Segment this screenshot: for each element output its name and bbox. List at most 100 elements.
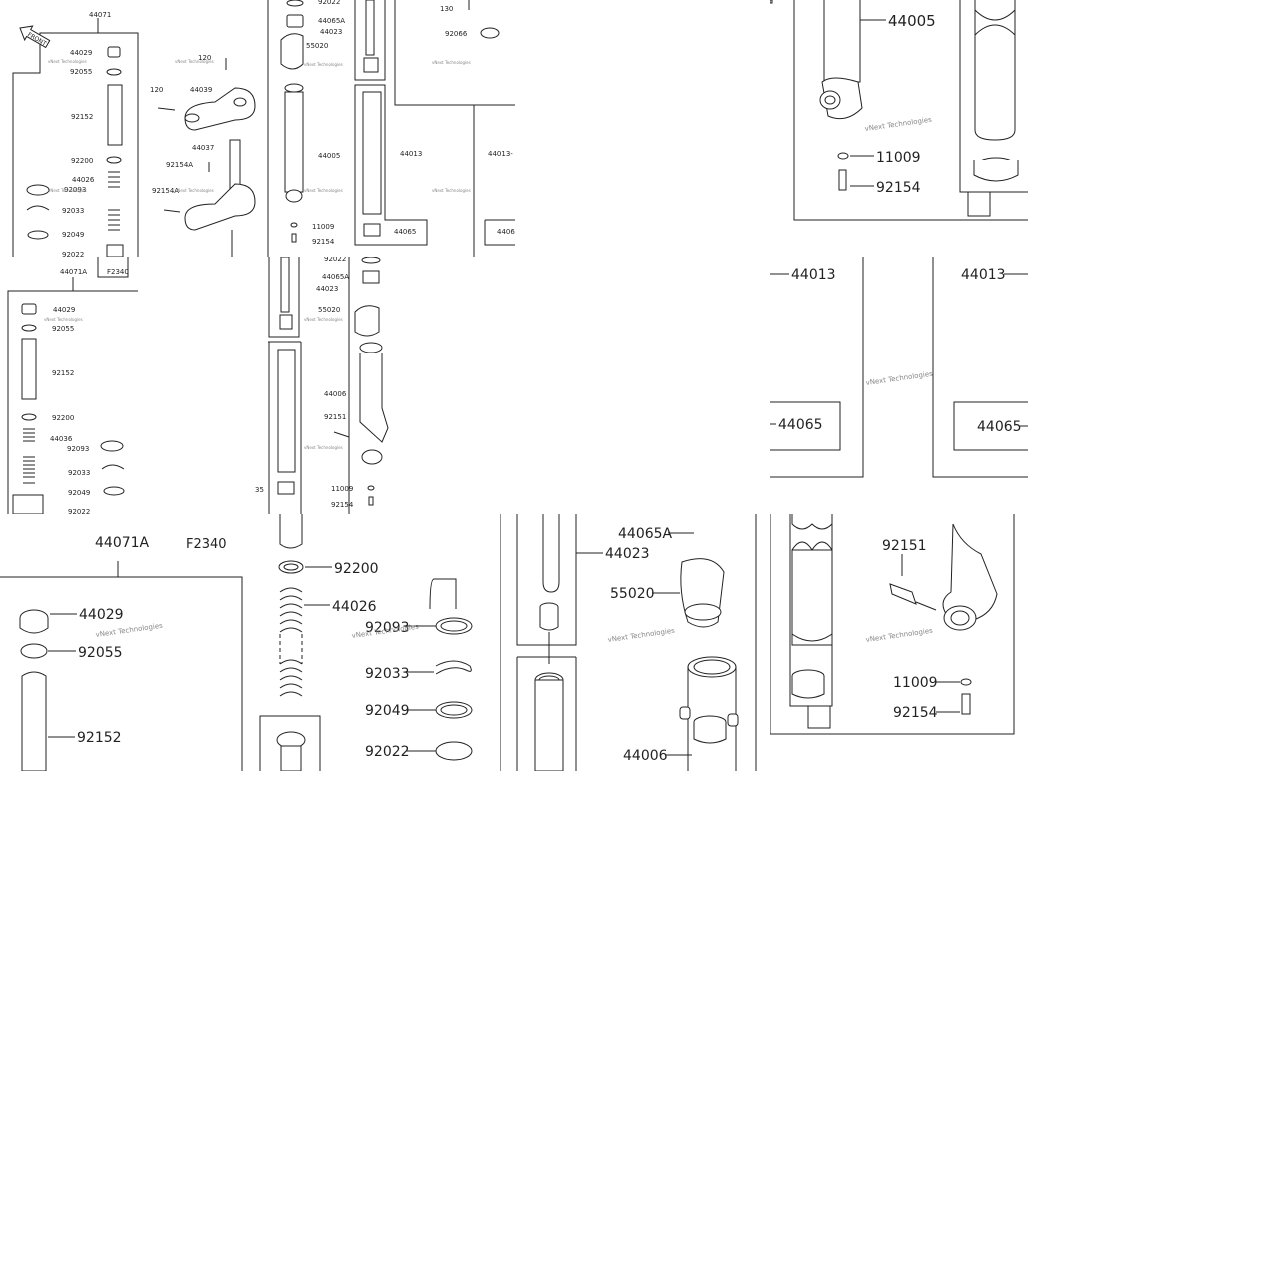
watermark: vNext Technologies: [175, 188, 214, 193]
watermark: vNext Technologies: [432, 60, 471, 65]
label-55020: 55020: [306, 42, 328, 50]
label-44013-a: 44013: [791, 267, 836, 283]
watermark: vNext Technologies: [865, 627, 933, 644]
label-92152: 92152: [77, 730, 122, 746]
label-92200: 92200: [52, 414, 74, 422]
label-120-a: 120: [198, 54, 211, 62]
label-92055: 92055: [52, 325, 74, 333]
label-92055: 92055: [78, 645, 123, 661]
label-92154: 92154: [876, 180, 921, 196]
label-92033: 92033: [62, 207, 84, 215]
label-44065-b: 44065: [977, 419, 1022, 435]
label-44029: 44029: [53, 306, 75, 314]
label-44071a: 44071A: [95, 535, 150, 551]
label-92022: 92022: [68, 508, 90, 514]
label-44071a: 44071A: [60, 268, 87, 276]
label-92200: 92200: [334, 561, 379, 577]
label-44036: 44036: [50, 435, 73, 443]
label-92022: 92022: [324, 257, 346, 263]
label-92022-top: 92022: [318, 0, 340, 6]
label-92154: 92154: [893, 705, 938, 721]
label-44005: 44005: [318, 152, 340, 160]
label-44029: 44029: [70, 49, 92, 57]
label-44037: 44037: [192, 144, 214, 152]
diagram-tile-spring-set-zoom: 44071A F2340 44029 92055 92152 92200 440…: [0, 514, 500, 771]
diagram-tile-outer-tube: 92022 44065A 44023 55020 44006 92151 110…: [254, 257, 395, 514]
watermark: vNext Technologies: [865, 370, 933, 387]
label-92093: 92093: [67, 445, 89, 453]
front-arrow-icon: FRONT: [19, 25, 51, 49]
label-92154: 92154: [312, 238, 335, 246]
label-44065a: 44065A: [618, 526, 673, 542]
label-92055: 92055: [70, 68, 92, 76]
label-92033: 92033: [365, 666, 410, 682]
label-11009: 11009: [331, 485, 353, 493]
fork-parts-left: [26, 46, 124, 257]
label-35: 35: [255, 486, 264, 494]
label-44071: 44071: [89, 11, 111, 19]
label-44005: 44005: [888, 12, 936, 30]
label-92200: 92200: [71, 157, 93, 165]
watermark: vNext Technologies: [864, 116, 932, 133]
label-44013-b: 44013: [961, 267, 1006, 283]
label-11009: 11009: [876, 150, 921, 166]
label-92154a-b: 92154A: [152, 187, 179, 195]
watermark: vNext Technologies: [304, 188, 343, 193]
label-44065-a: 44065: [778, 417, 823, 433]
watermark: vNext Technologies: [607, 627, 675, 644]
label-44039: 44039: [190, 86, 212, 94]
label-92033: 92033: [68, 469, 90, 477]
label-120-b: 120: [150, 86, 163, 94]
fork-tube-middle: [280, 0, 500, 243]
label-44026: 44026: [72, 176, 95, 184]
diagram-tile-44005: 44005 11009 92154 vNext Technologies: [770, 0, 1028, 257]
label-44026: 44026: [332, 599, 377, 615]
label-44065: 44065: [394, 228, 416, 236]
diagram-tile-outer-tube-zoom: 44065A 44023 55020 44006 vNext Technolog…: [500, 514, 757, 771]
label-92049: 92049: [62, 231, 84, 239]
watermark: vNext Technologies: [44, 317, 83, 322]
watermark: vNext Technologies: [48, 188, 87, 193]
label-92049: 92049: [68, 489, 90, 497]
label-92093: 92093: [64, 186, 86, 194]
label-92093: 92093: [365, 620, 410, 636]
diagram-tile-axle-holder-zoom: 92151 11009 92154 vNext Technologies: [770, 514, 1028, 771]
label-92022: 92022: [365, 744, 410, 760]
label-11009: 11009: [312, 223, 334, 231]
watermark: vNext Technologies: [175, 59, 214, 64]
label-44029: 44029: [79, 607, 124, 623]
label-92152: 92152: [52, 369, 74, 377]
fork-clamps: [157, 58, 256, 257]
watermark: vNext Technologies: [304, 62, 343, 67]
label-92151: 92151: [324, 413, 346, 421]
watermark: vNext Technologies: [95, 622, 163, 639]
watermark: vNext Technologies: [304, 445, 343, 450]
label-44065a: 44065A: [322, 273, 349, 281]
label-f2340: F2340: [186, 537, 227, 552]
diagram-tile-overview: FRONT: [0, 0, 515, 257]
label-55020: 55020: [318, 306, 340, 314]
label-55020: 55020: [610, 586, 655, 602]
label-f2340: F2340: [107, 268, 129, 276]
label-11009: 11009: [893, 675, 938, 691]
label-92022: 92022: [62, 251, 84, 257]
label-44023: 44023: [320, 28, 342, 36]
diagram-tile-spring-set: 44071A F2340 44029 92055 92152 92200 440…: [0, 257, 138, 514]
label-92152: 92152: [71, 113, 93, 121]
label-92154: 92154: [331, 501, 354, 509]
label-44065a: 44065A: [318, 17, 345, 25]
label-92066: 92066: [445, 30, 468, 38]
label-44006: 44006: [623, 748, 668, 764]
label-92151: 92151: [882, 538, 927, 554]
diagram-tile-44013-44065: 44013 44013 44065 44065 vNext Technologi…: [770, 257, 1028, 514]
label-44013: 44013: [400, 150, 422, 158]
watermark: vNext Technologies: [304, 317, 343, 322]
label-44006: 44006: [324, 390, 347, 398]
label-44023: 44023: [605, 546, 650, 562]
label-130: 130: [440, 5, 453, 13]
label-92154a-a: 92154A: [166, 161, 193, 169]
watermark: vNext Technologies: [48, 59, 87, 64]
label-92049: 92049: [365, 703, 410, 719]
label-44023: 44023: [316, 285, 338, 293]
